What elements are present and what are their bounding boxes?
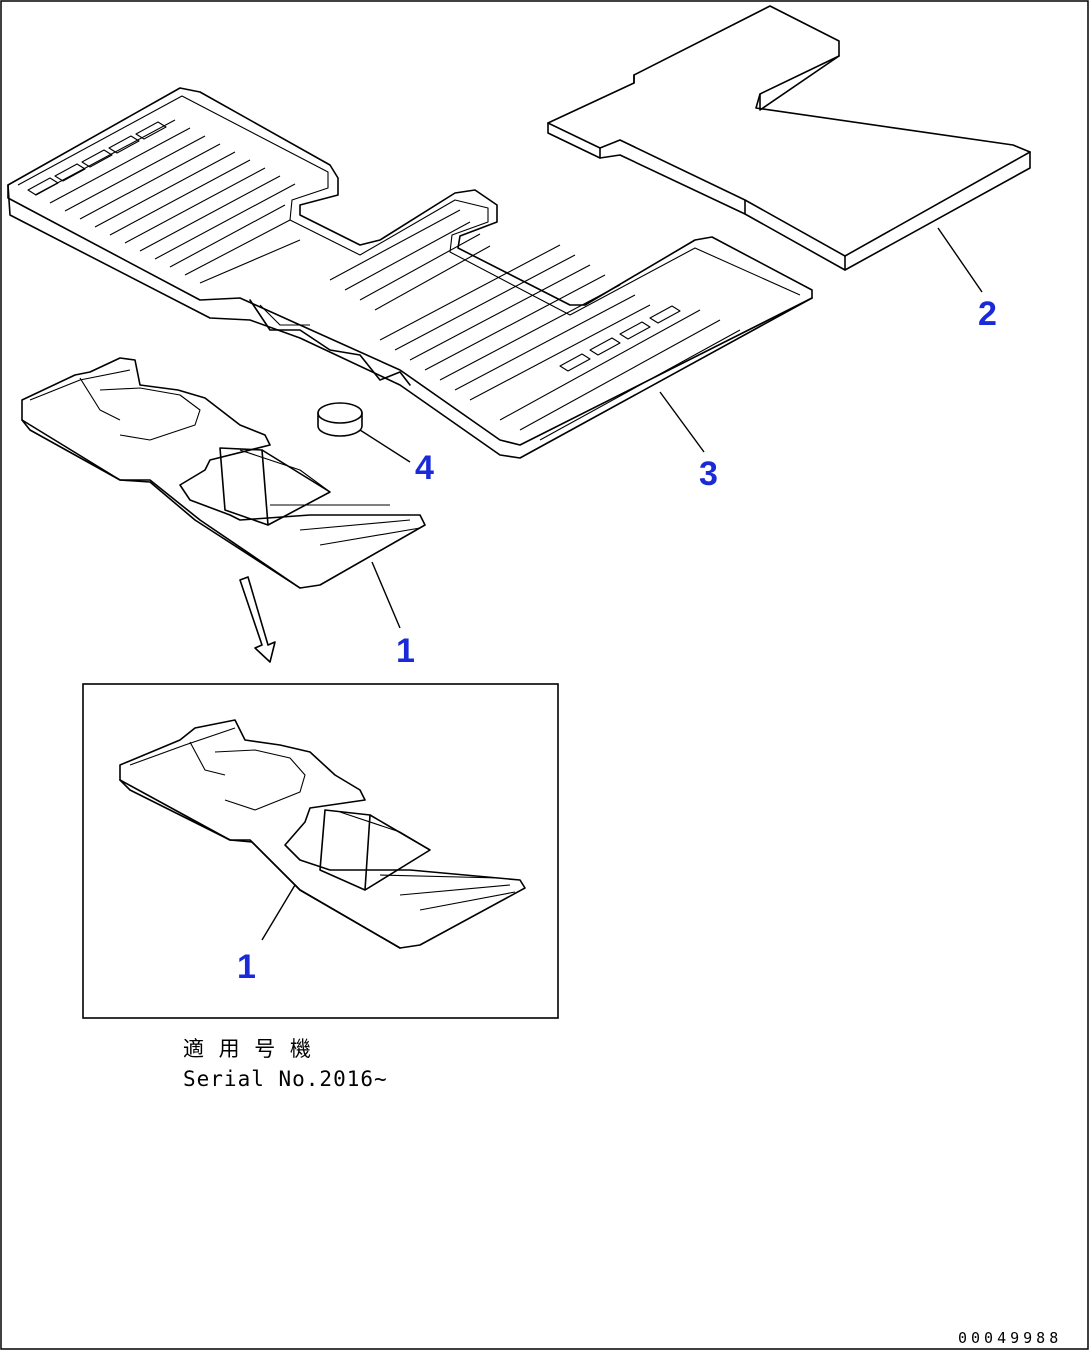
leader-part-3 [659,391,705,453]
part-4-round-pad [317,402,363,437]
leader-part-1-top [371,561,401,629]
serial-number-note: Serial No.2016~ [183,1067,388,1091]
leader-part-1-inset [261,884,296,941]
callout-part-1-inset: 1 [237,948,256,986]
callout-part-4: 4 [415,449,434,487]
leader-part-2 [937,227,983,293]
inset-frame [82,683,559,1019]
part-2-pad [547,5,1031,271]
document-id: 00049988 [958,1329,1062,1347]
part-3-floor-mat [7,87,813,459]
leader-part-4 [359,429,411,463]
callout-part-2: 2 [978,295,997,333]
part-1-mat-top [21,357,426,589]
callout-part-3: 3 [699,455,718,493]
callout-part-1-top: 1 [396,632,415,670]
applicable-serial-label: 適 用 号 機 [183,1037,312,1061]
inset-arrow [239,576,276,663]
part-1-mat-inset [119,719,526,949]
